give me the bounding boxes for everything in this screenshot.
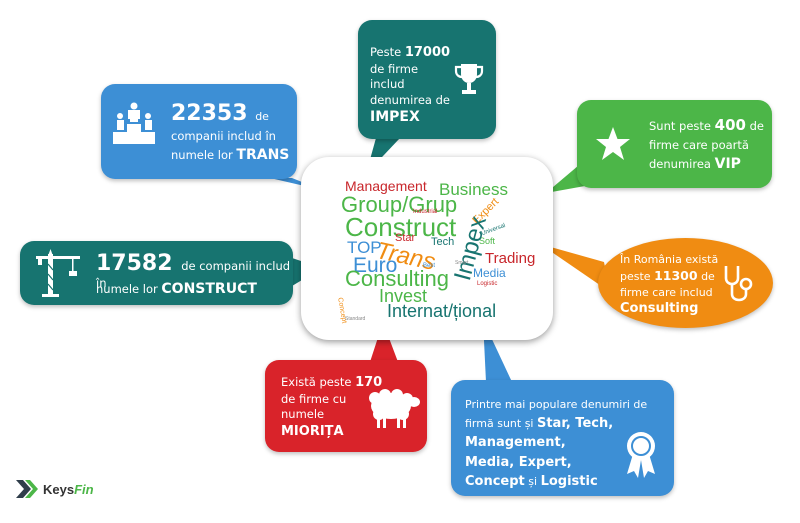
- crane-icon: [36, 249, 80, 297]
- cloud-word-media: Media: [473, 266, 506, 280]
- podium-icon: [113, 102, 155, 144]
- construct-number: 17582: [96, 251, 173, 276]
- trans-bubble: 22353 de companii includ în numele lor T…: [101, 84, 297, 179]
- tail-consulting: [540, 244, 610, 292]
- cloud-word-industrial: Industrial: [413, 209, 438, 215]
- miorita-number: 170: [355, 375, 383, 390]
- cloud-word-construct: Construct: [345, 212, 457, 242]
- sheep-icon: [369, 389, 420, 428]
- trans-text2: companii includ în: [171, 129, 276, 143]
- miorita-bubble: Există peste 170 de firme cu numele MIOR…: [265, 360, 427, 452]
- miorita-keyword: MIORIȚA: [281, 423, 344, 439]
- cloud-word-star: Star: [395, 232, 416, 244]
- cloud-word-euro: Euro: [353, 254, 398, 277]
- award-ribbon-icon: [627, 432, 655, 478]
- trans-text3: numele lor: [171, 148, 233, 162]
- names-line1: Printre mai populare denumiri de: [465, 398, 648, 411]
- construct-bubble: 17582 de companii includ în numele lor C…: [20, 241, 293, 305]
- impex-line3: includ: [370, 77, 405, 92]
- star-icon: [596, 127, 630, 160]
- trans-keyword: TRANS: [236, 147, 290, 163]
- tail-miorita: [370, 322, 398, 362]
- cloud-word-consulting: Consulting: [345, 266, 449, 291]
- cloud-word-top: TOP: [347, 238, 382, 257]
- vip-keyword: VIP: [714, 155, 741, 172]
- consulting-keyword: Consulting: [620, 301, 699, 317]
- impex-line4: denumirea de: [370, 92, 450, 107]
- names-and: și: [528, 475, 538, 488]
- cloud-word-management: Management: [345, 178, 427, 194]
- names-line2: firmă sunt și: [465, 416, 534, 430]
- vip-line2: firme care poartă: [649, 137, 749, 152]
- stethoscope-icon: [724, 266, 753, 302]
- logo-name-a: Keys: [43, 481, 75, 497]
- consulting-number: 11300: [654, 268, 698, 284]
- cloud-word-business: Business: [439, 180, 508, 199]
- consulting-line2b: de: [701, 270, 715, 284]
- keysfin-logo: KeysFin: [14, 479, 94, 499]
- cloud-word-smart: Smart: [455, 260, 469, 266]
- keysfin-chevron-icon: [16, 480, 38, 498]
- names-k3: Media, Expert,: [465, 454, 572, 470]
- consulting-line3: firme care includ: [620, 285, 713, 299]
- impex-line1: Peste: [370, 45, 402, 59]
- cloud-word-group: Group/Grup: [341, 192, 458, 217]
- names-bubble: Printre mai populare denumiri de firmă s…: [451, 380, 674, 496]
- tail-vip: [546, 160, 585, 193]
- miorita-line3: numele: [281, 407, 325, 422]
- miorita-line2: de firme cu: [281, 391, 347, 406]
- consulting-bubble: În România există peste 11300 de firme c…: [598, 238, 773, 328]
- cloud-word-tech: Tech: [431, 236, 455, 248]
- names-k4: Concept: [465, 474, 525, 489]
- cloud-word-best: Best: [423, 263, 436, 269]
- cloud-word-internat: Internat/țional: [387, 301, 497, 321]
- logo-name-b: Fin: [74, 481, 94, 497]
- word-cloud: Management Business Group/Grup Construct…: [301, 157, 553, 340]
- construct-keyword: CONSTRUCT: [161, 281, 257, 297]
- names-k1: Star, Tech,: [536, 415, 614, 431]
- impex-line2: de firme: [370, 61, 419, 76]
- cloud-word-invest: Invest: [379, 286, 428, 306]
- cloud-word-trading: Trading: [485, 250, 536, 267]
- names-k5: Logistic: [540, 474, 598, 489]
- trans-text1: de: [255, 110, 269, 123]
- construct-text2: numele lor: [96, 282, 158, 296]
- cloud-word-logistic: Logistic: [477, 281, 498, 287]
- vip-number: 400: [714, 116, 746, 134]
- vip-line1b: de: [749, 119, 764, 133]
- vip-line1: Sunt peste: [649, 119, 711, 133]
- names-k2: Management,: [465, 435, 566, 450]
- construct-text1: de companii includ în: [96, 259, 291, 290]
- miorita-line1: Există peste: [281, 375, 352, 389]
- trophy-icon: [454, 64, 484, 94]
- cloud-word-soft: Soft: [479, 236, 496, 246]
- impex-number: 17000: [404, 45, 451, 60]
- impex-bubble: Peste 17000 de firme includ denumirea de…: [358, 20, 496, 139]
- consulting-line2: peste: [620, 270, 651, 284]
- cloud-word-standard: Standard: [345, 316, 366, 322]
- trans-number: 22353: [171, 101, 248, 126]
- consulting-line1: În România există: [620, 253, 719, 266]
- impex-keyword: IMPEX: [370, 109, 420, 126]
- vip-line3: denumirea: [649, 156, 711, 171]
- vip-bubble: Sunt peste 400 de firme care poartă denu…: [577, 100, 772, 188]
